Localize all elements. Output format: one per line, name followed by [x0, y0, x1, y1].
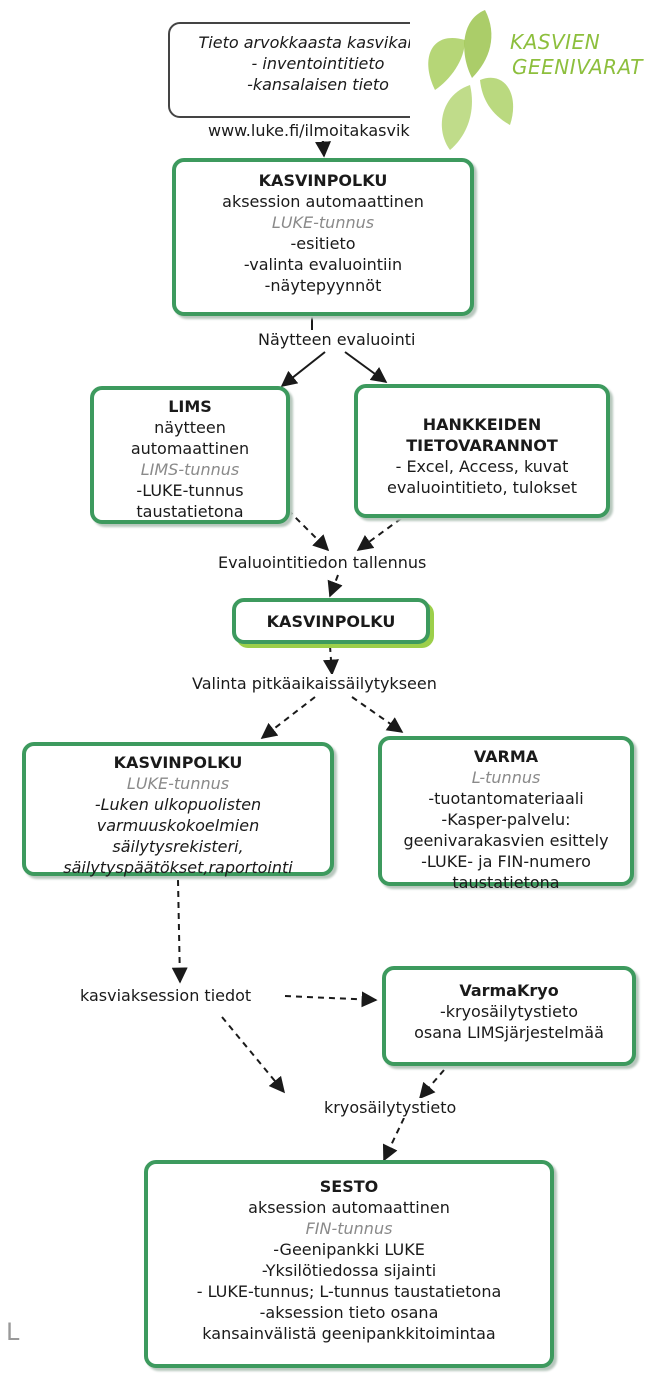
logo-text-line-1: KASVIEN [510, 30, 601, 54]
lims-line-1: näytteen [154, 418, 226, 437]
arrow-lims-to-evaluointi [287, 509, 330, 552]
kasvinpolku-3-line-2: varmuuskokoelmien [96, 816, 260, 835]
arrow-evaluointi-to-kasvinpolku2 [327, 574, 343, 598]
varma-line-1: -tuotantomateriaali [428, 789, 584, 808]
top-box-line-1: - inventointitieto [251, 54, 385, 73]
arrow-kryo-to-sesto [382, 1117, 405, 1162]
varma-line-4: -LUKE- ja FIN-numero [421, 852, 591, 871]
lims-item-1: -LUKE-tunnus [136, 481, 244, 500]
arrow-kasvinpolku3-to-kasviaksession [171, 879, 188, 984]
kasvinpolku-box-3: KASVINPOLKU LUKE-tunnus -Luken ulkopuoli… [22, 742, 334, 877]
sesto-line-2: -Yksilötiedossa sijainti [261, 1261, 437, 1280]
varmakryo-title: VarmaKryo [459, 981, 559, 1000]
label-url: www.luke.fi/ilmoitakasvikanna [208, 121, 450, 141]
hankkeiden-line-1: - Excel, Access, kuvat [395, 457, 569, 476]
kasvien-geenivarat-logo: KASVIEN GEENIVARAT [410, 0, 648, 165]
kasvinpolku-3-id: LUKE-tunnus [126, 774, 230, 793]
logo-text-line-2: GEENIVARAT [512, 55, 643, 79]
kasvinpolku-3-title: KASVINPOLKU [113, 753, 243, 772]
label-naytteen-evaluointi: Näytteen evaluointi [258, 330, 416, 350]
hankkeiden-title-2: TIETOVARANNOT [406, 436, 558, 455]
label-kasviaksession-tiedot: kasviaksession tiedot [80, 986, 252, 1005]
kasvinpolku-1-item-3: -näytepyynnöt [264, 276, 382, 295]
lims-id: LIMS-tunnus [140, 460, 240, 479]
sesto-line-5: kansainvälistä geenipankkitoimintaa [202, 1324, 496, 1343]
arrow-varmakryo-to-kryo [418, 1069, 445, 1100]
sesto-box: SESTO aksession automaattinen FIN-tunnus… [144, 1160, 554, 1368]
sesto-id: FIN-tunnus [305, 1219, 393, 1238]
lims-box: LIMS näytteen automaattinen LIMS-tunnus … [90, 386, 290, 524]
kasvinpolku-3-line-3: säilytysrekisteri, [112, 837, 244, 856]
kasvinpolku-box-2: KASVINPOLKU [232, 598, 430, 644]
arrow-kasvinpolku2-to-valinta [322, 645, 339, 676]
arrow-valinta-to-kasvinpolku3 [260, 696, 316, 739]
varmakryo-line-1: -kryosäilytystieto [439, 1002, 579, 1021]
kasvinpolku-2-title: KASVINPOLKU [266, 612, 396, 631]
sesto-line-4: -aksession tieto osana [259, 1303, 439, 1322]
kasvinpolku-box-1: KASVINPOLKU aksession automaattinen LUKE… [172, 158, 474, 316]
varma-box: VARMA L-tunnus -tuotantomateriaali -Kasp… [378, 736, 634, 892]
kasvinpolku-3-line-4: säilytyspäätökset,raportointi [63, 858, 293, 877]
kasvinpolku-1-title: KASVINPOLKU [258, 171, 388, 190]
corner-mark: L [6, 1318, 20, 1346]
varma-id: L-tunnus [471, 768, 541, 787]
sesto-title: SESTO [319, 1177, 379, 1196]
lims-line-2: automaattinen [130, 439, 250, 458]
leaf-logo-icon [428, 10, 514, 150]
varma-line-3: geenivarakasvien esittely [403, 831, 609, 850]
kasvinpolku-1-line: aksession automaattinen [222, 192, 424, 211]
varmakryo-box: VarmaKryo -kryosäilytystieto osana LIMSj… [382, 966, 636, 1066]
varma-title: VARMA [473, 747, 539, 766]
kasvinpolku-3-line-1: -Luken ulkopuolisten [94, 795, 262, 814]
top-box-line-2: -kansalaisen tieto [247, 75, 389, 94]
hankkeiden-line-2: evaluointitieto, tulokset [387, 478, 577, 497]
sesto-line-1: -Geenipankki LUKE [273, 1240, 425, 1259]
lims-item-2: taustatietona [136, 502, 244, 521]
kasvinpolku-1-item-2: -valinta evaluointiin [243, 255, 403, 274]
label-evaluointitiedon-tallennus: Evaluointitiedon tallennus [218, 553, 427, 573]
varma-line-2: -Kasper-palvelu: [441, 810, 571, 829]
lims-title: LIMS [168, 397, 212, 416]
kasvinpolku-1-id: LUKE-tunnus [271, 213, 375, 232]
arrow-kasviaksession-to-sesto [221, 1016, 286, 1094]
hankkeiden-title-1: HANKKEIDEN [422, 415, 542, 434]
hankkeiden-tietovarannot-box: HANKKEIDEN TIETOVARANNOT - Excel, Access… [354, 384, 610, 518]
sesto-line-3: - LUKE-tunnus; L-tunnus taustatietona [196, 1282, 502, 1301]
top-box-title: Tieto arvokkaasta kasvikanna [198, 33, 438, 52]
label-kryosailytystieto: kryosäilytystieto [324, 1098, 457, 1118]
label-valinta-pitkaaikaissailytykseen: Valinta pitkäaikaissäilytykseen [192, 674, 437, 694]
arrow-kasviaksession-to-varmakryo [284, 991, 378, 1008]
arrow-naytteen-to-lims [280, 351, 326, 387]
varmakryo-line-2: osana LIMSjärjestelmää [414, 1023, 604, 1042]
kasvinpolku-1-item-1: -esitieto [290, 234, 356, 253]
sesto-line-main: aksession automaattinen [248, 1198, 450, 1217]
arrow-valinta-to-varma [351, 696, 404, 733]
arrow-naytteen-to-hankkeiden [344, 351, 388, 383]
varma-line-5: taustatietona [452, 873, 560, 892]
